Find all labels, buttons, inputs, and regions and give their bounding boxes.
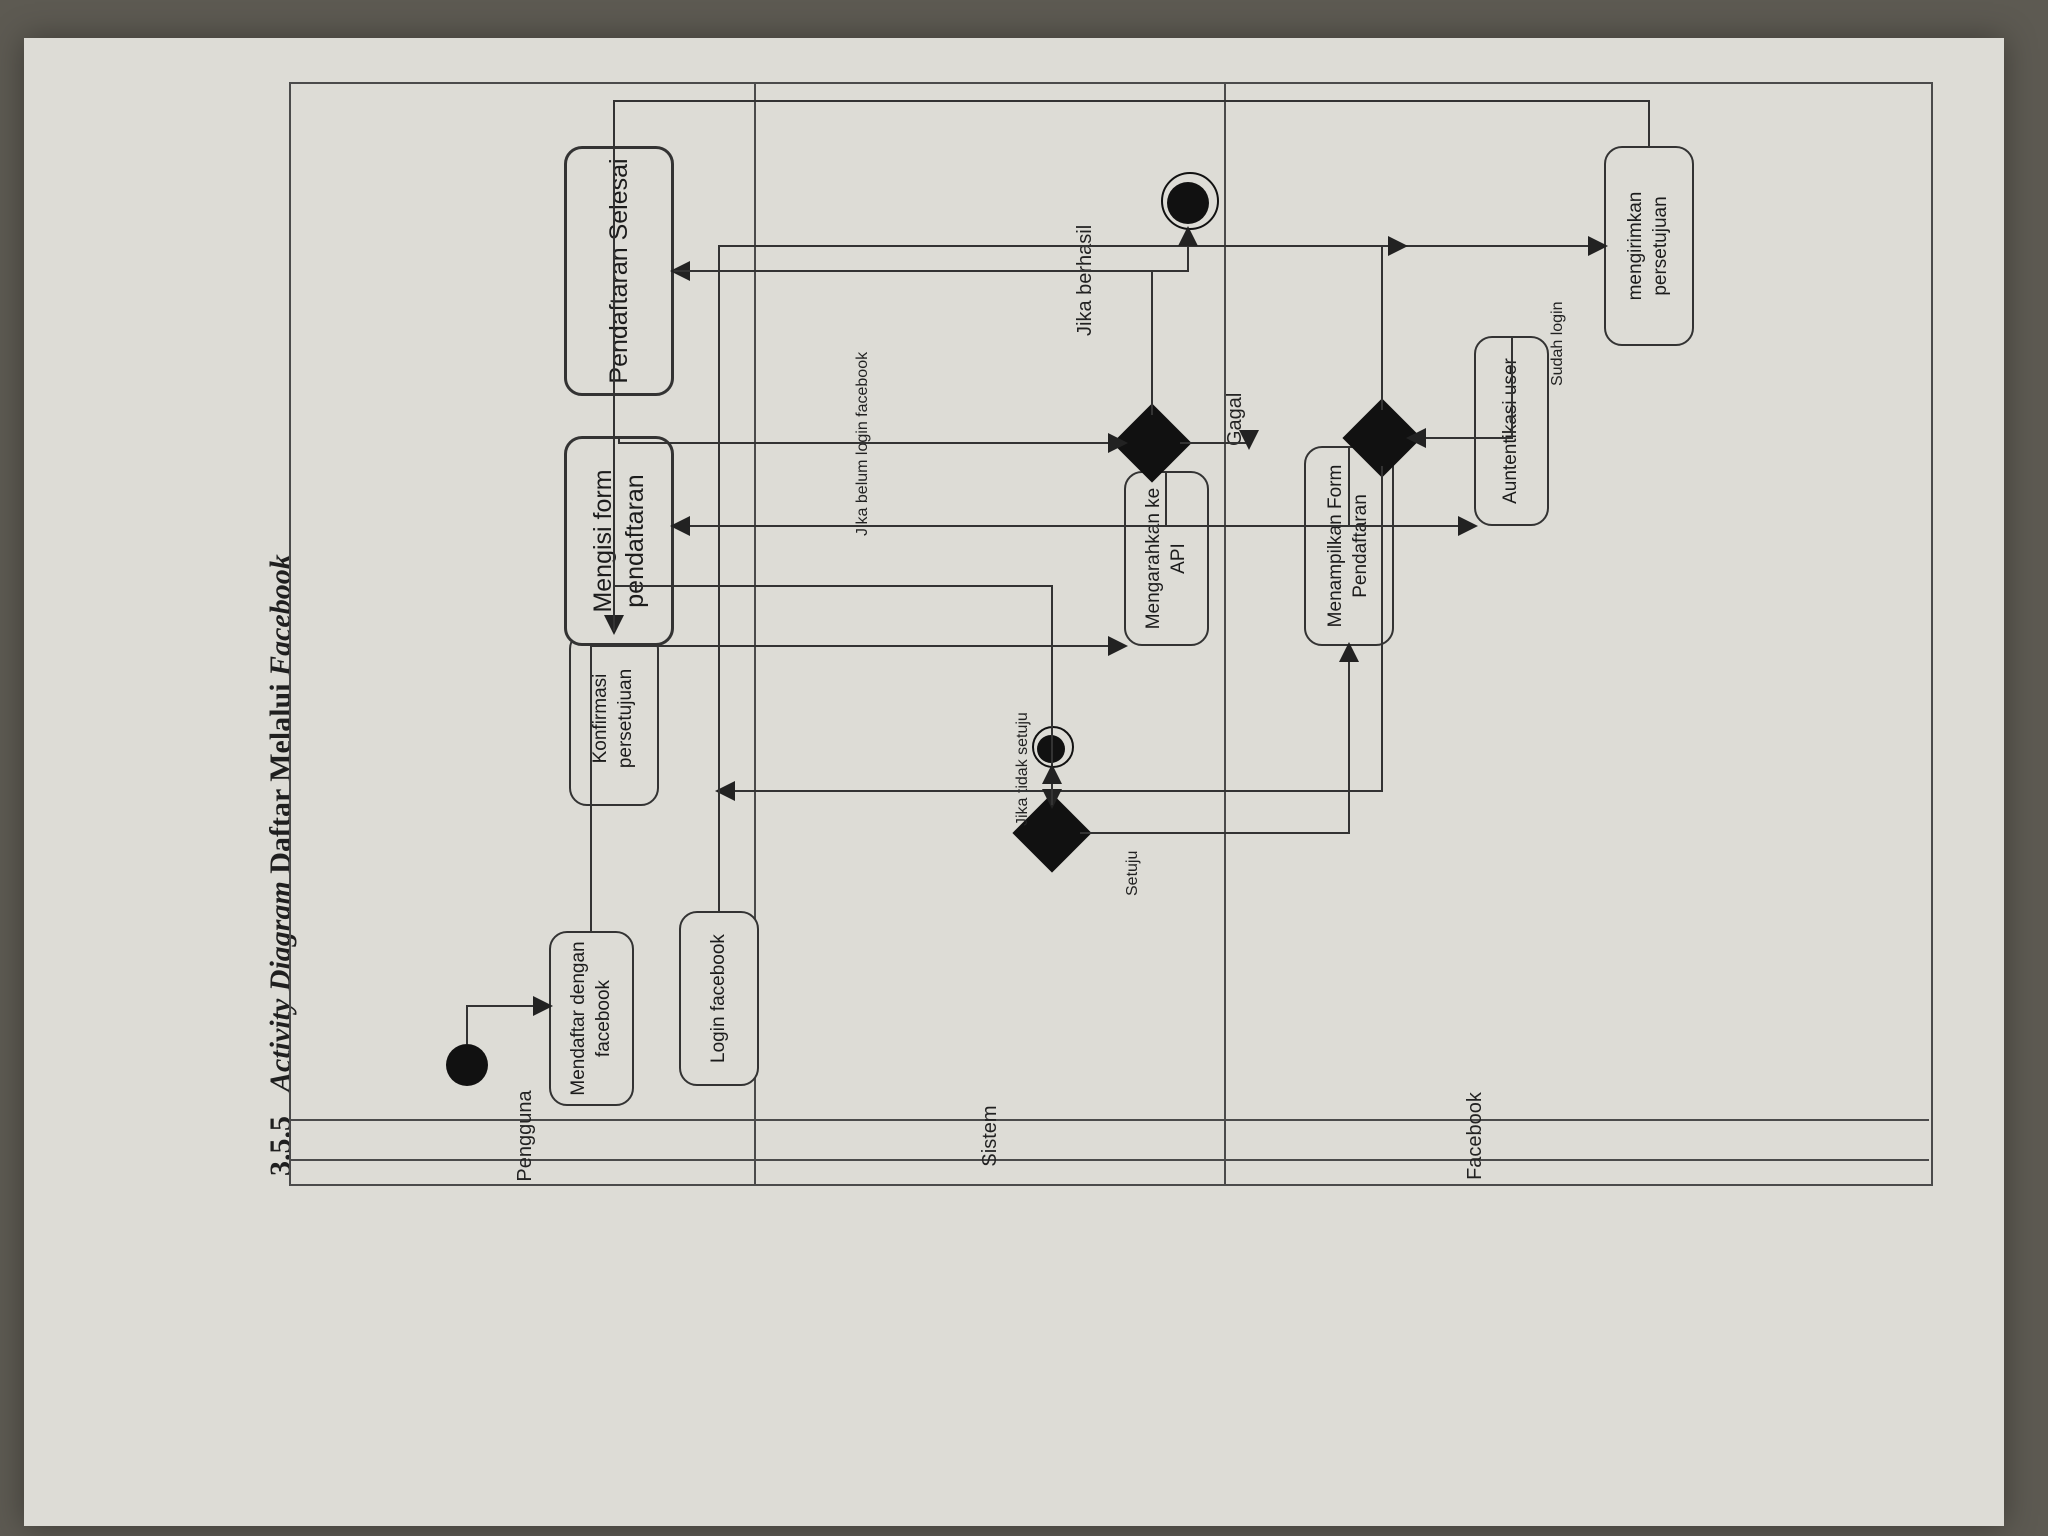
- edge-decision-to-mengirimkan: [1381, 236, 1608, 410]
- edge-setuju-to-menampilkan: [1080, 642, 1359, 834]
- edge-autentikasi-to-decision: [1406, 336, 1513, 448]
- edge-selesai-to-end: [674, 226, 1198, 272]
- edge-mengarahkan-to-autentikasi: [1165, 471, 1478, 536]
- edge-decision-to-login: [715, 466, 1383, 801]
- edge-berhasil-to-selesai: [670, 261, 1153, 415]
- connectors: [466, 100, 1650, 1044]
- edge-menampilkan-to-mengisi: [670, 446, 1350, 536]
- edge-gagal-to-menampilkan: [1180, 430, 1259, 450]
- edge-start-to-mendaftar: [466, 996, 553, 1044]
- edge-konfirmasi-to-decision: [613, 585, 1062, 809]
- edge-mengisi-to-decision: [618, 433, 1128, 453]
- edge-mengirimkan-to-konfirmasi: [604, 100, 1650, 635]
- edge-login-to-mengirimkan: [718, 236, 1408, 911]
- document-page: 25 3.5.5Activity Diagram Daftar Melalui …: [24, 38, 2004, 1526]
- edge-mendaftar-to-mengarahkan: [590, 636, 1128, 931]
